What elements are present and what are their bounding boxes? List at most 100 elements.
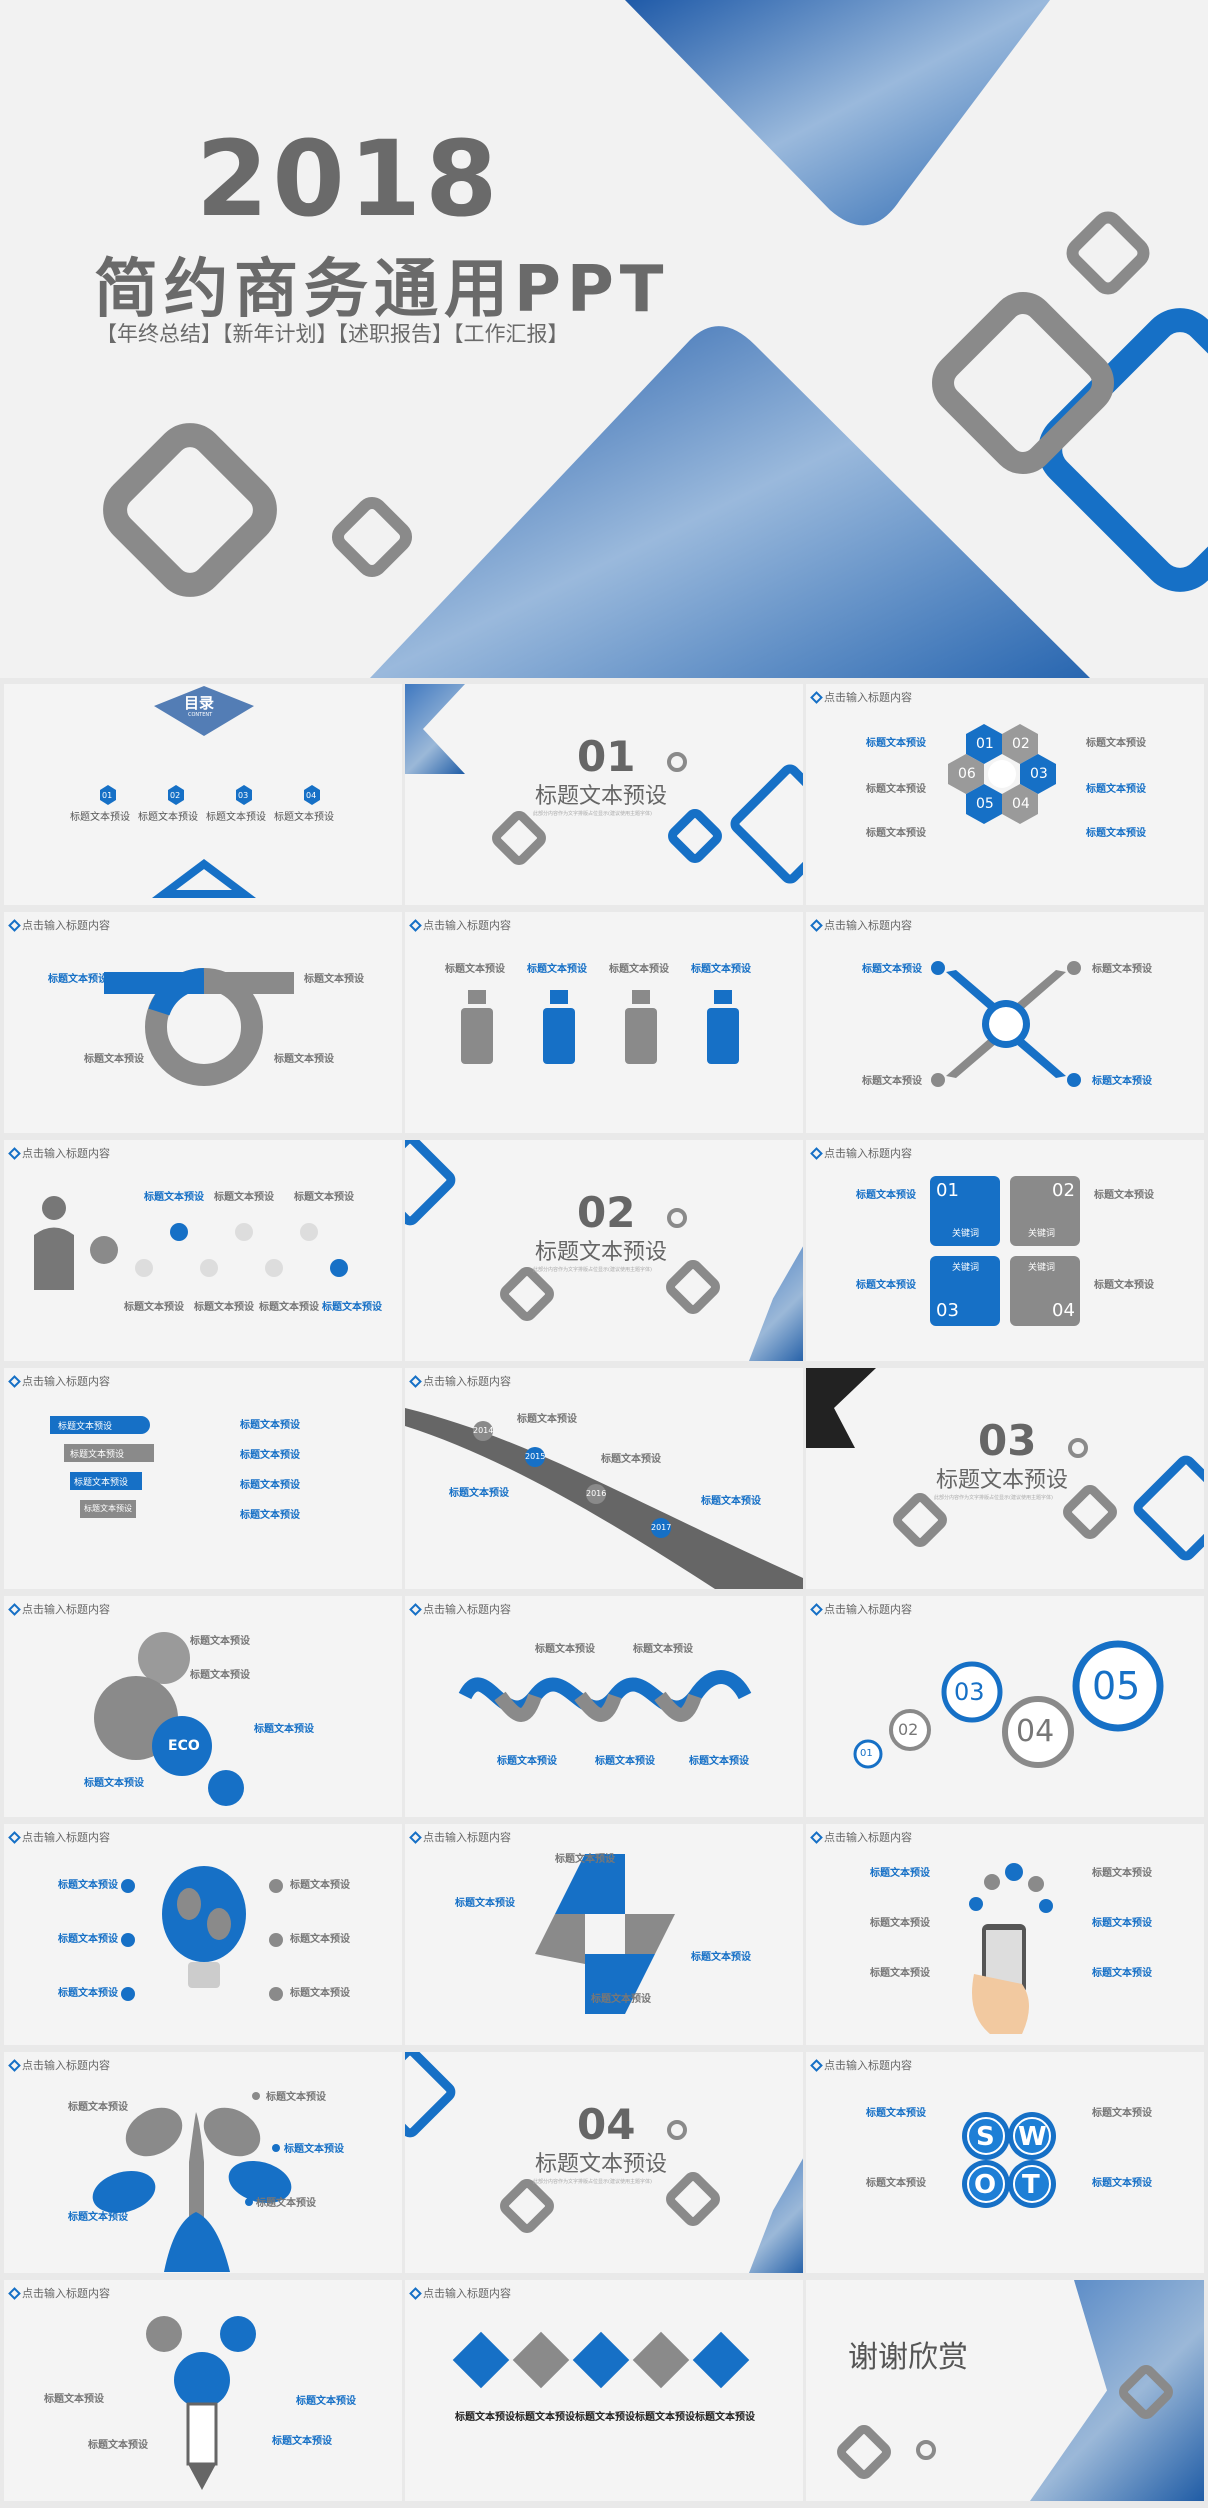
slide-section-02[interactable]: 02 标题文本预设 此部分内容作为文字排版占位显示(建议使用主题字体) — [405, 1140, 803, 1361]
toc-graphics — [100, 686, 320, 898]
slide-tree-list[interactable]: 点击输入标题内容 标题文本预设 标题文本预设 标题文本预设 标题文本预设 标题文… — [4, 1368, 402, 1589]
bar-label-1: 标题文本预设 — [58, 1422, 113, 1432]
blue-square-large — [726, 760, 803, 888]
bar-label-3: 标题文本预设 — [74, 1478, 129, 1488]
slide-keywords[interactable]: 点击输入标题内容 01 02 03 04 关键词 关键词 关键词 关键词 标题文… — [806, 1140, 1204, 1361]
label: 标题文本预设 — [290, 1934, 350, 1945]
label: 标题文本预设 — [535, 1644, 595, 1655]
slide-growth-circles[interactable]: 点击输入标题内容 01 02 03 04 05 — [806, 1596, 1204, 1817]
slide-bulb-tree[interactable]: 点击输入标题内容 标题文本预设 标题文本预设 标题文本预设 标题文本预设 标题文… — [4, 1824, 402, 2045]
diamond-icon — [810, 1146, 823, 1160]
slide-eco[interactable]: 点击输入标题内容 ECO 标题文本预设 标题文本预设 标题文本预设 标题文本预设 — [4, 1596, 402, 1817]
label: 标题文本预设 — [272, 2436, 332, 2447]
label: 标题文本预设 — [48, 974, 108, 985]
label: 标题文本预设 — [124, 1302, 184, 1313]
keyword-num-2: 02 — [1052, 1180, 1075, 1201]
toc-title: 目录 — [184, 694, 215, 712]
label: 标题文本预设 — [1092, 1868, 1152, 1879]
label: 标题文本预设 — [88, 2440, 148, 2451]
section-title: 标题文本预设 — [936, 1468, 1069, 1493]
slide-section-01[interactable]: 01 标题文本预设 此部分内容作为文字排版占位显示(建议使用主题字体) — [405, 684, 803, 905]
slide-swot[interactable]: 点击输入标题内容 S W O T 标题文本预设 标题文本预设 标题文本预设 标题… — [806, 2052, 1204, 2273]
slide-diamond-row[interactable]: 点击输入标题内容 标题文本预设 标题文本预设 标题文本预设 标题文本预设 标题文… — [405, 2280, 803, 2501]
slide-header: 点击输入标题内容 — [8, 1145, 110, 1161]
eco-label: ECO — [168, 1738, 200, 1754]
label: 标题文本预设 — [290, 1880, 350, 1891]
label: 标题文本预设 — [856, 1280, 916, 1291]
label: 标题文本预设 — [294, 1192, 354, 1203]
slide-ring[interactable]: 点击输入标题内容 标题文本预设 标题文本预设 标题文本预设 标题文本预设 — [4, 912, 402, 1133]
label: 标题文本预设 — [695, 2412, 755, 2423]
bar-label-2: 标题文本预设 — [70, 1450, 125, 1460]
slide-header: 点击输入标题内容 — [810, 917, 912, 933]
label: 标题文本预设 — [866, 784, 926, 795]
label: 标题文本预设 — [58, 1880, 118, 1891]
toc-num-1: 01 — [102, 791, 113, 800]
label: 标题文本预设 — [1092, 1918, 1152, 1929]
section-subtitle: 此部分内容作为文字排版占位显示(建议使用主题字体) — [533, 2179, 652, 2185]
hex-02: 02 — [1012, 736, 1030, 752]
slide-compass[interactable]: 点击输入标题内容 标题文本预设 标题文本预设 标题文本预设 标题文本预设 — [806, 912, 1204, 1133]
slide-section-04[interactable]: 04 标题文本预设 此部分内容作为文字排版占位显示(建议使用主题字体) — [405, 2052, 803, 2273]
label: 标题文本预设 — [214, 1192, 274, 1203]
toc-label-2: 标题文本预设 — [138, 812, 198, 823]
grey-square-right — [661, 2167, 725, 2231]
label: 标题文本预设 — [575, 2412, 635, 2423]
pencil-graphic — [146, 2316, 256, 2490]
slide-section-03[interactable]: 03 标题文本预设 此部分内容作为文字排版占位显示(建议使用主题字体) — [806, 1368, 1204, 1589]
cover-tags: 【年终总结】【新年计划】【述职报告】【工作汇报】 — [96, 322, 569, 346]
grey-square-small — [911, 2435, 941, 2465]
cover-slide: 2018 简约商务通用PPT 【年终总结】【新年计划】【述职报告】【工作汇报】 — [0, 0, 1208, 678]
label: 标题文本预设 — [190, 1636, 250, 1647]
slide-header: 点击输入标题内容 — [8, 1829, 110, 1845]
label: 标题文本预设 — [296, 2396, 356, 2407]
swot-w: W — [1018, 2122, 1047, 2152]
grey-square-small — [662, 2115, 692, 2145]
section-subtitle: 此部分内容作为文字排版占位显示(建议使用主题字体) — [533, 1267, 652, 1273]
blue-square — [663, 804, 727, 868]
grey-square-small — [331, 496, 413, 578]
circle-01: 01 — [860, 1748, 873, 1759]
slide-hand-tree[interactable]: 点击输入标题内容 标题文本预设 标题文本预设 标题文本预设 标题文本预设 标题文… — [4, 2052, 402, 2273]
slide-hexagons[interactable]: 点击输入标题内容 01 02 03 04 05 06 标题文本预设 标题文本预设… — [806, 684, 1204, 905]
slide-businessman[interactable]: 点击输入标题内容 标题文本预设 标题文本预设 标题文本预设 标题文本预设 标题文… — [4, 1140, 402, 1361]
keyword-tile-2[interactable] — [1010, 1176, 1080, 1246]
label: 标题文本预设 — [290, 1988, 350, 1999]
slide-thanks[interactable]: 谢谢欣赏 — [806, 2280, 1204, 2501]
label: 标题文本预设 — [194, 1302, 254, 1313]
slide-pinwheel[interactable]: 点击输入标题内容 标题文本预设 标题文本预设 标题文本预设 标题文本预设 — [405, 1824, 803, 2045]
slide-phone[interactable]: 点击输入标题内容 标题文本预设 标题文本预设 标题文本预设 标题文本预设 标题文… — [806, 1824, 1204, 2045]
label: 标题文本预设 — [1094, 1280, 1154, 1291]
section-number: 01 — [577, 732, 636, 781]
circle-04: 04 — [1016, 1714, 1055, 1749]
hand-tree-graphic — [92, 2092, 292, 2272]
hex-06: 06 — [958, 766, 976, 782]
label: 标题文本预设 — [274, 1054, 334, 1065]
label: 标题文本预设 — [44, 2394, 104, 2405]
grey-square-right — [932, 292, 1114, 474]
hex-01: 01 — [976, 736, 994, 752]
grey-square — [832, 2420, 896, 2484]
phone-graphic — [969, 1863, 1053, 2034]
label: 标题文本预设 — [595, 1756, 655, 1767]
slide-road[interactable]: 点击输入标题内容 2014 2015 2016 2017 标题文本预设 标题文本… — [405, 1368, 803, 1589]
label: 标题文本预设 — [58, 1988, 118, 1999]
circle-05: 05 — [1092, 1664, 1141, 1708]
label: 标题文本预设 — [1086, 828, 1146, 839]
slide-pencil[interactable]: 点击输入标题内容 标题文本预设 标题文本预设 标题文本预设 标题文本预设 — [4, 2280, 402, 2501]
section-subtitle: 此部分内容作为文字排版占位显示(建议使用主题字体) — [934, 1495, 1053, 1501]
keyword-tile-4[interactable] — [1010, 1256, 1080, 1326]
slide-wave[interactable]: 点击输入标题内容 标题文本预设 标题文本预设 标题文本预设 标题文本预设 标题文… — [405, 1596, 803, 1817]
section-title: 标题文本预设 — [535, 1240, 668, 1265]
slide-usb[interactable]: 点击输入标题内容 标题文本预设 标题文本预设 标题文本预设 标题文本预设 — [405, 912, 803, 1133]
usb-graphics — [461, 990, 739, 1064]
label: 标题文本预设 — [701, 1496, 761, 1507]
keyword-num-1: 01 — [936, 1180, 959, 1201]
label: 标题文本预设 — [691, 964, 751, 975]
label: 标题文本预设 — [455, 1898, 515, 1909]
keyword-tile-1[interactable] — [930, 1176, 1000, 1246]
label: 标题文本预设 — [240, 1510, 300, 1521]
toc-label-3: 标题文本预设 — [206, 812, 266, 823]
slide-toc[interactable]: 目录 CONTENT 01 02 03 04 标题文本预设 标题文本预设 标题文… — [4, 684, 402, 905]
keyword-tile-3[interactable] — [930, 1256, 1000, 1326]
